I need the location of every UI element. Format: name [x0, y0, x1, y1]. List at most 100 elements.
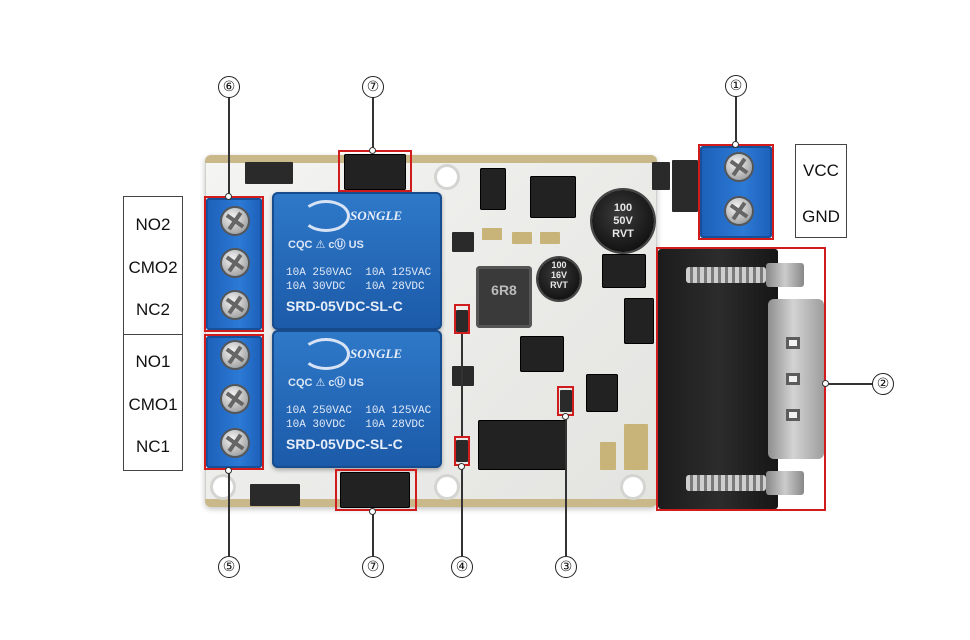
callout-led-relay-2 — [454, 304, 470, 334]
songle-logo-icon — [302, 338, 350, 370]
db9-screw — [686, 475, 766, 491]
label-gnd: GND — [802, 207, 840, 226]
electrolytic-capacitor-small: 100 16V RVT — [538, 258, 580, 300]
leader-line — [228, 97, 230, 196]
relay-1-label-box: NO1 CMO1 NC1 — [123, 334, 183, 471]
callout-led-relay-1 — [454, 436, 470, 466]
ic-sot — [480, 168, 506, 210]
db9-serial-connector — [658, 249, 824, 509]
cap-voltage: 50V — [613, 215, 633, 227]
mounting-hole — [213, 477, 233, 497]
led-relay-1 — [456, 440, 468, 462]
leader-line — [461, 466, 463, 556]
db9-pin — [786, 409, 800, 421]
diode-smd — [624, 298, 654, 344]
marker-7-bottom: ⑦ — [362, 556, 384, 578]
callout-db9 — [656, 247, 826, 511]
screw-icon — [726, 154, 752, 180]
cap-value: 100 — [551, 260, 567, 270]
label-no2: NO2 — [135, 215, 171, 234]
leader-dot — [562, 413, 569, 420]
diode — [245, 162, 293, 184]
transistor — [452, 366, 474, 386]
electrolytic-capacitor-large: 100 50V RVT — [592, 190, 654, 252]
relay-2-terminal-block — [206, 198, 262, 330]
leader-dot — [369, 147, 376, 154]
marker-5: ⑤ — [218, 556, 240, 578]
leader-line — [461, 334, 463, 436]
power-terminal-block — [700, 146, 772, 238]
leader-dot — [822, 380, 829, 387]
db9-hex-nut — [766, 263, 804, 287]
relay-brand: SONGLE — [350, 346, 403, 361]
label-nc1: NC1 — [135, 437, 170, 456]
db9-body — [658, 249, 778, 509]
marker-7-top: ⑦ — [362, 76, 384, 98]
smd-resistor — [482, 228, 502, 240]
transistor — [452, 232, 474, 252]
db9-pin — [786, 373, 800, 385]
cap-voltage: 16V — [550, 270, 567, 280]
callout-relay-2-terminal — [204, 196, 264, 332]
regulator — [520, 336, 564, 372]
optocoupler-top — [344, 154, 406, 190]
relay-2: SONGLE CQC ⚠ cⓊ US 10A 250VAC 10A 125VAC… — [272, 192, 442, 330]
callout-led-power — [557, 386, 574, 416]
relay-model: SRD-05VDC-SL-C — [286, 436, 403, 452]
power-label-box: VCC GND — [795, 144, 847, 238]
ic-max232 — [478, 420, 566, 470]
leader-dot — [225, 193, 232, 200]
screw-icon — [222, 250, 248, 276]
optocoupler-bottom — [340, 472, 410, 508]
led-power — [560, 390, 572, 412]
leader-dot — [369, 508, 376, 515]
led-relay-2 — [456, 310, 468, 332]
marker-2: ② — [872, 373, 894, 395]
smd-capacitor — [600, 442, 616, 470]
relay-1-terminal-block — [206, 336, 262, 468]
smd-component — [652, 162, 670, 190]
relay-1: SONGLE CQC ⚠ cⓊ US 10A 250VAC 10A 125VAC… — [272, 330, 442, 468]
db9-hex-nut — [766, 471, 804, 495]
db9-pin — [786, 337, 800, 349]
label-cmo2: CMO2 — [128, 258, 178, 277]
screw-icon — [222, 292, 248, 318]
songle-logo-icon — [302, 200, 350, 232]
leader-line — [735, 96, 737, 144]
marker-3: ③ — [555, 556, 577, 578]
diode-smd — [672, 160, 698, 212]
leader-line — [372, 97, 374, 150]
label-vcc: VCC — [803, 161, 839, 180]
regulator — [602, 254, 646, 288]
diode — [250, 484, 300, 506]
mounting-hole — [437, 477, 457, 497]
screw-icon — [222, 208, 248, 234]
inductor-marking: 6R8 — [491, 282, 517, 298]
ic-soic8 — [530, 176, 576, 218]
relay-certifications: CQC ⚠ cⓊ US — [288, 377, 364, 389]
label-nc2: NC2 — [135, 300, 170, 319]
marker-6: ⑥ — [218, 76, 240, 98]
leader-line — [826, 383, 874, 385]
label-no1: NO1 — [135, 352, 171, 371]
callout-optocoupler-bottom — [335, 469, 417, 511]
marker-4: ④ — [451, 556, 473, 578]
relay-model: SRD-05VDC-SL-C — [286, 298, 403, 314]
db9-screw — [686, 267, 766, 283]
leader-dot — [458, 463, 465, 470]
callout-relay-1-terminal — [204, 334, 264, 470]
callout-power-terminal — [698, 144, 774, 240]
leader-line — [228, 470, 230, 556]
inductor: 6R8 — [476, 266, 532, 328]
relay-rating: 10A 250VAC 10A 125VAC 10A 30VDC 10A 28VD… — [286, 405, 432, 431]
leader-line — [565, 416, 567, 556]
mounting-hole — [437, 167, 457, 187]
cap-series: RVT — [612, 228, 634, 240]
leader-line — [372, 511, 374, 556]
leader-dot — [225, 467, 232, 474]
screw-icon — [222, 386, 248, 412]
marker-1: ① — [725, 75, 747, 97]
crystal — [624, 424, 648, 470]
pcb-edge-bottom — [205, 499, 657, 507]
